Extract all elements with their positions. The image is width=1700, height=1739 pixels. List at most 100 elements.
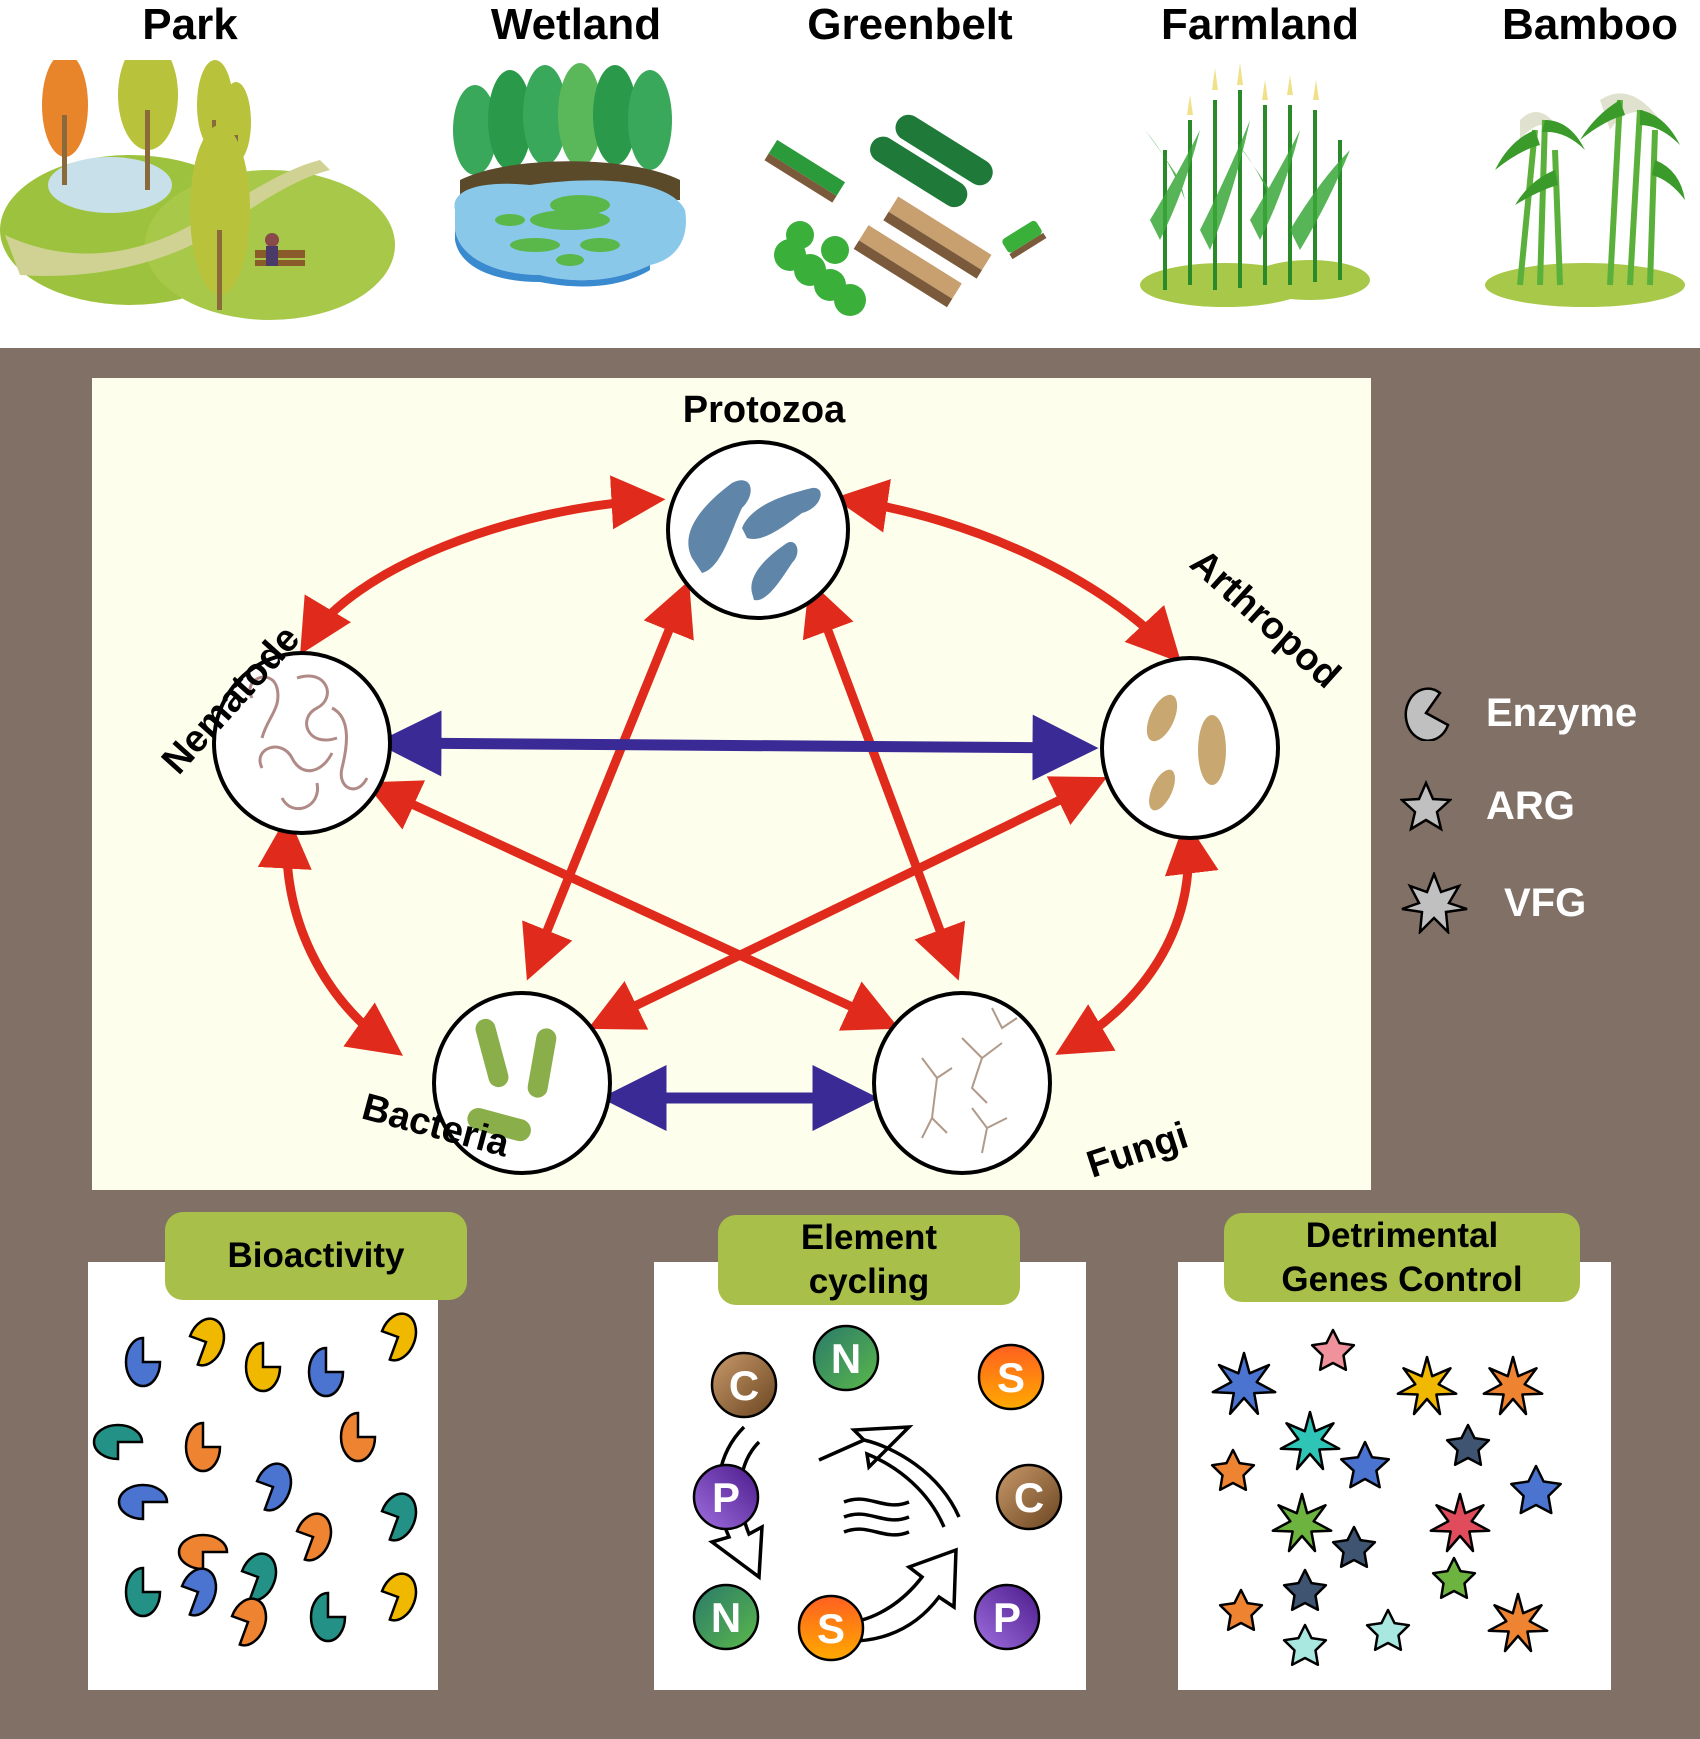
farmland-corn-icon xyxy=(1140,60,1370,310)
edge-nematode-fungi xyxy=(364,780,900,1031)
soil-food-web-panel: Protozoa Nematode Arthropod Bacteria Fun… xyxy=(92,378,1371,1190)
enzyme-icon xyxy=(255,1462,293,1512)
bamboo-grove-icon xyxy=(1480,60,1690,310)
enzyme-icon xyxy=(240,1552,278,1602)
bacteria-icon xyxy=(467,1018,557,1142)
vfg-star-icon xyxy=(1429,1492,1491,1553)
element-badge-s: S xyxy=(797,1594,865,1662)
node-arthropod xyxy=(1100,656,1280,840)
bioactivity-tag: Bioactivity xyxy=(165,1212,467,1300)
arthropod-icon xyxy=(1146,694,1226,811)
edge-nematode-bacteria xyxy=(257,814,403,1056)
five-point-star-icon xyxy=(1400,780,1452,832)
element-badge-n: N xyxy=(812,1324,880,1392)
vfg-star-icon xyxy=(1482,1355,1544,1416)
element-cycling-tag: Element cycling xyxy=(718,1215,1020,1305)
node-label-protozoa: Protozoa xyxy=(683,389,846,431)
legend-item-enzyme: Enzyme xyxy=(1400,685,1637,741)
enzyme-icon xyxy=(295,1512,333,1562)
protozoa-icon xyxy=(688,480,821,601)
habitat-label-park: Park xyxy=(142,0,238,49)
vfg-star-icon xyxy=(1211,1351,1277,1416)
legend-item-arg: ARG xyxy=(1400,780,1575,832)
detrimental-title-line2: Genes Control xyxy=(1281,1259,1523,1299)
arg-star-icon xyxy=(1282,1623,1328,1667)
element-badge-c: C xyxy=(710,1351,778,1419)
node-label-fungi: Fungi xyxy=(1082,1115,1193,1187)
enzyme-icon xyxy=(380,1572,418,1622)
element-badge-c: C xyxy=(995,1463,1063,1531)
edge-protozoa-arthropod xyxy=(833,479,1182,663)
enzyme-icon xyxy=(92,1423,144,1461)
enzyme-pacman-icon xyxy=(1404,687,1450,741)
enzyme-icon xyxy=(307,1346,345,1398)
arg-star-icon xyxy=(1365,1608,1411,1652)
arg-star-icon xyxy=(1282,1568,1328,1612)
element-symbol: N xyxy=(831,1335,861,1382)
arg-star-icon xyxy=(1331,1525,1377,1569)
arg-star-icon xyxy=(1445,1423,1491,1467)
node-fungi xyxy=(872,991,1052,1175)
bioactivity-panel xyxy=(88,1262,438,1690)
bioactivity-title: Bioactivity xyxy=(227,1236,405,1275)
vfg-star-icon xyxy=(1396,1355,1458,1416)
element-badge-s: S xyxy=(977,1343,1045,1411)
arg-star-icon xyxy=(1510,1464,1562,1515)
enzyme-icon xyxy=(309,1591,347,1643)
enzyme-icon xyxy=(188,1317,226,1367)
greenbelt-landscape-icon xyxy=(760,60,1070,330)
enzyme-icon xyxy=(124,1336,162,1388)
enzyme-icon xyxy=(180,1567,218,1617)
element-badge-n: N xyxy=(692,1583,760,1651)
enzyme-icon xyxy=(124,1566,162,1618)
habitat-label-bamboo: Bamboo xyxy=(1502,0,1678,49)
seven-point-star-icon xyxy=(1401,872,1468,934)
enzyme-icon xyxy=(380,1492,418,1542)
element-symbol: N xyxy=(711,1594,741,1641)
habitat-label-greenbelt: Greenbelt xyxy=(807,0,1013,49)
legend-label-enzyme: Enzyme xyxy=(1486,690,1638,735)
food-web-network: Protozoa Nematode Arthropod Bacteria Fun… xyxy=(154,389,1348,1187)
edge-arthropod-fungi xyxy=(1055,819,1219,1055)
nematode-icon xyxy=(248,674,369,811)
element-cycling-title-line2: cycling xyxy=(808,1262,930,1301)
enzyme-icon xyxy=(177,1533,229,1571)
vfg-star-icon xyxy=(1271,1492,1333,1553)
arg-star-icon xyxy=(1310,1328,1356,1372)
enzyme-icon xyxy=(117,1483,169,1521)
arg-star-icon xyxy=(1210,1448,1256,1492)
edge-arthropod-bacteria xyxy=(587,776,1108,1030)
element-symbol: P xyxy=(712,1474,740,1521)
node-nematode xyxy=(212,651,392,835)
habitat-label-wetland: Wetland xyxy=(490,0,662,49)
element-symbol: S xyxy=(997,1354,1025,1401)
node-protozoa xyxy=(666,440,850,620)
element-badge-p: P xyxy=(973,1583,1041,1651)
element-symbol: S xyxy=(817,1605,845,1652)
legend-item-vfg: VFG xyxy=(1400,872,1586,934)
enzyme-icon xyxy=(230,1597,268,1647)
vfg-star-icon xyxy=(1487,1592,1549,1653)
enzyme-icon xyxy=(184,1421,222,1473)
enzyme-icon xyxy=(244,1341,282,1393)
detrimental-gene-stars xyxy=(1210,1328,1562,1667)
element-symbol: C xyxy=(1014,1474,1044,1521)
element-symbol: C xyxy=(729,1362,759,1409)
edge-nematode-arthropod xyxy=(375,710,1099,781)
wetland-landscape-icon xyxy=(450,60,690,300)
legend-label-vfg: VFG xyxy=(1504,880,1587,925)
habitat-label-farmland: Farmland xyxy=(1160,0,1360,49)
edge-protozoa-bacteria xyxy=(522,580,694,981)
fungi-hyphae-icon xyxy=(921,1007,1018,1154)
vfg-star-icon xyxy=(1279,1410,1341,1471)
element-badge-p: P xyxy=(692,1463,760,1531)
edge-protozoa-nematode xyxy=(300,475,666,655)
element-symbol: P xyxy=(993,1594,1021,1641)
enzyme-icon xyxy=(380,1312,418,1362)
enzyme-icon xyxy=(339,1411,377,1463)
detrimental-genes-panel xyxy=(1178,1262,1611,1690)
arg-star-icon xyxy=(1218,1588,1264,1632)
node-bacteria xyxy=(432,991,612,1175)
element-cycling-title-line1: Element xyxy=(800,1218,938,1257)
